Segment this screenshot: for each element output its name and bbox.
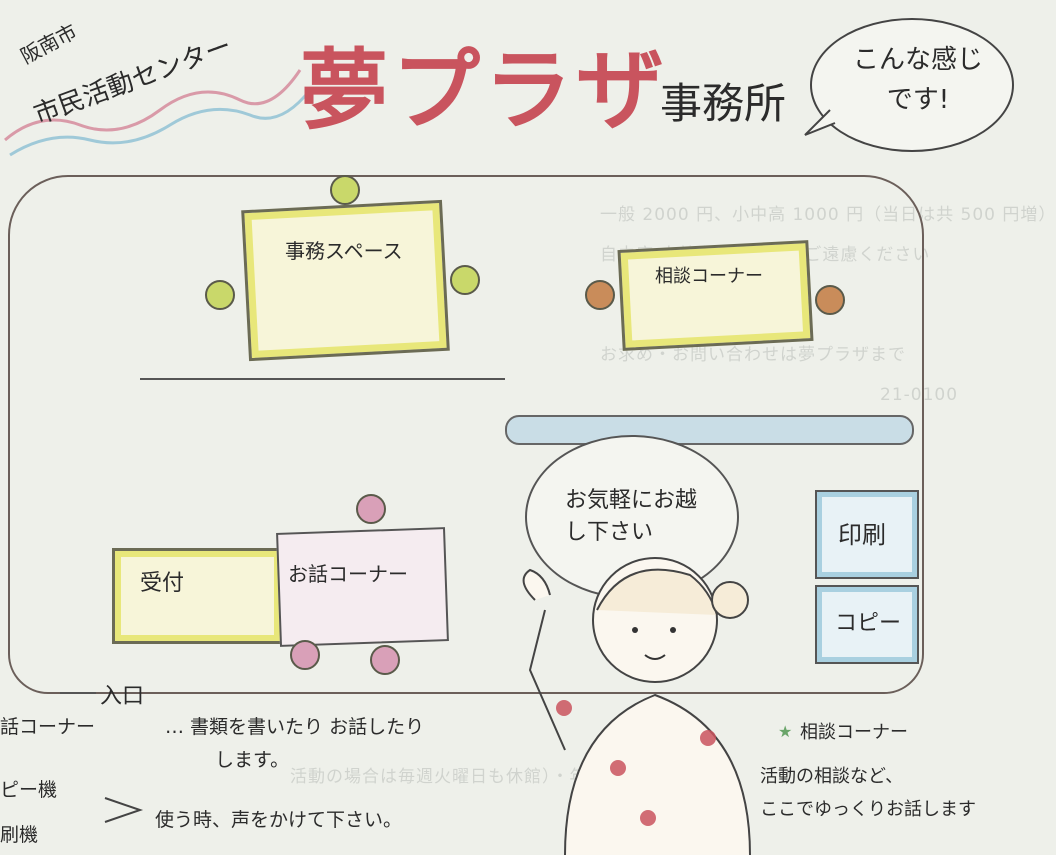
speech-text: こんな感じです! — [852, 45, 983, 115]
background-text-5: 活動の場合は毎週火曜日も休館）・年末年始 — [290, 767, 642, 787]
legend-consult-desc-2: ここでゆっくりお話します — [760, 799, 976, 820]
welcome-text: お気軽にお越し下さい — [565, 488, 698, 545]
legend-talk-desc-2: します。 — [215, 749, 290, 771]
consult-corner-table — [617, 240, 814, 351]
page-title: 夢プラザ — [300, 38, 669, 142]
consult-corner-label: 相談コーナー — [655, 266, 763, 287]
talk-corner-label: お話コーナー — [288, 562, 408, 586]
dress-dot-3 — [700, 730, 716, 746]
speech-bubble — [810, 18, 1014, 152]
legend-consult-desc-1: 活動の相談など、 — [760, 766, 904, 787]
office-space-table — [241, 199, 450, 362]
talk-chair-top — [356, 494, 386, 524]
banner-wave — [4, 69, 312, 157]
entrance-line — [60, 692, 96, 694]
office-chair-right — [450, 265, 480, 295]
page-subtitle: 事務所 — [660, 79, 787, 128]
copy-machine — [815, 585, 919, 664]
office-chair-top — [330, 175, 360, 205]
dress-dot-1 — [556, 700, 572, 716]
office-chair-left — [205, 280, 235, 310]
talk-chair-bottom-right — [370, 645, 400, 675]
dress-dot-2 — [610, 760, 626, 776]
consult-chair-left — [585, 280, 615, 310]
legend-talk-desc-1: … 書類を書いたり お話したり — [165, 716, 425, 738]
dress-dot-4 — [640, 810, 656, 826]
office-counter-line — [140, 378, 505, 380]
print-machine — [815, 490, 919, 579]
room-outline — [8, 175, 924, 694]
legend-talk-label: 話コーナー — [0, 716, 96, 738]
background-text-3: お求め・お問い合わせは夢プラザまで — [600, 345, 906, 365]
reception-label: 受付 — [140, 571, 185, 596]
print-label: 印刷 — [838, 521, 886, 549]
background-text-1: 一般 2000 円、小中高 1000 円（当日は共 500 円増） — [600, 205, 1056, 225]
talk-chair-bottom-left — [290, 640, 320, 670]
background-text-4: 21-0100 — [880, 385, 959, 405]
consult-chair-right — [815, 285, 845, 315]
legend-consult-label: 相談コーナー — [800, 722, 908, 743]
office-space-label: 事務スペース — [285, 239, 403, 263]
staff-character — [522, 557, 751, 855]
legend-print-label: 刷機 — [0, 824, 39, 846]
talk-corner-table — [276, 527, 449, 647]
reception-desk — [112, 548, 283, 644]
legend-arrow-icon — [104, 797, 144, 823]
star-icon: ★ — [778, 722, 793, 741]
shelf-counter — [505, 415, 914, 445]
legend-copy-label: ピー機 — [0, 779, 58, 801]
legend-machines-desc: 使う時、声をかけて下さい。 — [155, 809, 403, 831]
entrance-label: 入口 — [100, 684, 145, 709]
speech-bubble-tail — [804, 109, 836, 136]
copy-label: コピー — [835, 611, 902, 636]
